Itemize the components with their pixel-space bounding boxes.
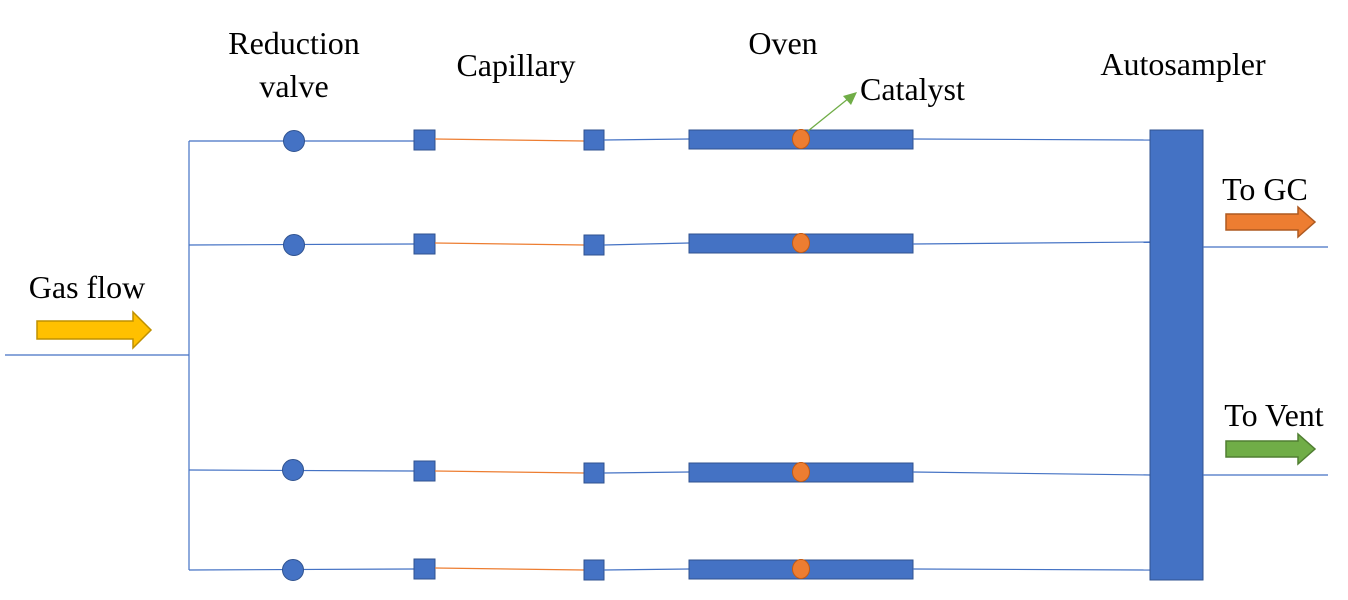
capillary-line bbox=[434, 470, 585, 474]
to-vent-arrow bbox=[1225, 432, 1317, 466]
label-catalyst: Catalyst bbox=[860, 71, 965, 107]
label-reduction-valve-line1: Reduction bbox=[228, 25, 360, 61]
catalyst-bed-icon bbox=[792, 129, 810, 149]
reactor-channel-1 bbox=[189, 129, 1151, 152]
label-gas-flow: Gas flow bbox=[29, 269, 145, 305]
inlet-manifold bbox=[5, 141, 190, 570]
capillary-inlet-fitting bbox=[413, 233, 436, 255]
reduction-valve-icon bbox=[282, 559, 304, 581]
reactor-channel-4 bbox=[188, 558, 1151, 581]
capillary-inlet-fitting bbox=[413, 558, 436, 580]
oven-inlet-line bbox=[603, 471, 690, 474]
outlet-line bbox=[912, 568, 1151, 571]
label-capillary: Capillary bbox=[456, 47, 575, 83]
oven-inlet-line bbox=[603, 568, 690, 571]
label-autosampler: Autosampler bbox=[1100, 46, 1266, 82]
oven-inlet-line bbox=[603, 242, 690, 246]
catalyst-bed-icon bbox=[792, 233, 810, 253]
reduction-valve-icon bbox=[283, 130, 305, 152]
capillary-outlet-fitting bbox=[583, 129, 605, 151]
label-reduction-valve-line2: valve bbox=[259, 68, 328, 104]
label-to-vent: To Vent bbox=[1224, 397, 1324, 433]
capillary-line bbox=[434, 567, 585, 571]
capillary-outlet-fitting bbox=[583, 234, 605, 256]
reduction-valve-icon bbox=[283, 234, 305, 256]
label-oven: Oven bbox=[748, 25, 817, 61]
capillary-inlet-fitting bbox=[413, 129, 436, 151]
capillary-inlet-fitting bbox=[413, 460, 436, 482]
capillary-line bbox=[434, 138, 585, 142]
reduction-valve-icon bbox=[282, 459, 304, 481]
reactor-channel-2 bbox=[188, 233, 1151, 256]
label-to-gc: To GC bbox=[1222, 171, 1308, 207]
outlet-line bbox=[912, 241, 1151, 245]
capillary-outlet-fitting bbox=[583, 559, 605, 581]
oven-inlet-line bbox=[603, 138, 690, 141]
autosampler-block bbox=[1149, 129, 1204, 581]
catalyst-bed-icon bbox=[792, 462, 810, 482]
to-gc-arrow bbox=[1225, 205, 1317, 239]
outlet-line bbox=[912, 471, 1151, 476]
capillary-line bbox=[434, 242, 585, 246]
gas-flow-arrow bbox=[36, 310, 153, 350]
capillary-outlet-fitting bbox=[583, 462, 605, 484]
catalyst-pointer-arrow bbox=[807, 92, 857, 132]
reactor-channel-3 bbox=[188, 459, 1151, 484]
catalyst-bed-icon bbox=[792, 559, 810, 579]
outlet-line bbox=[912, 138, 1151, 141]
